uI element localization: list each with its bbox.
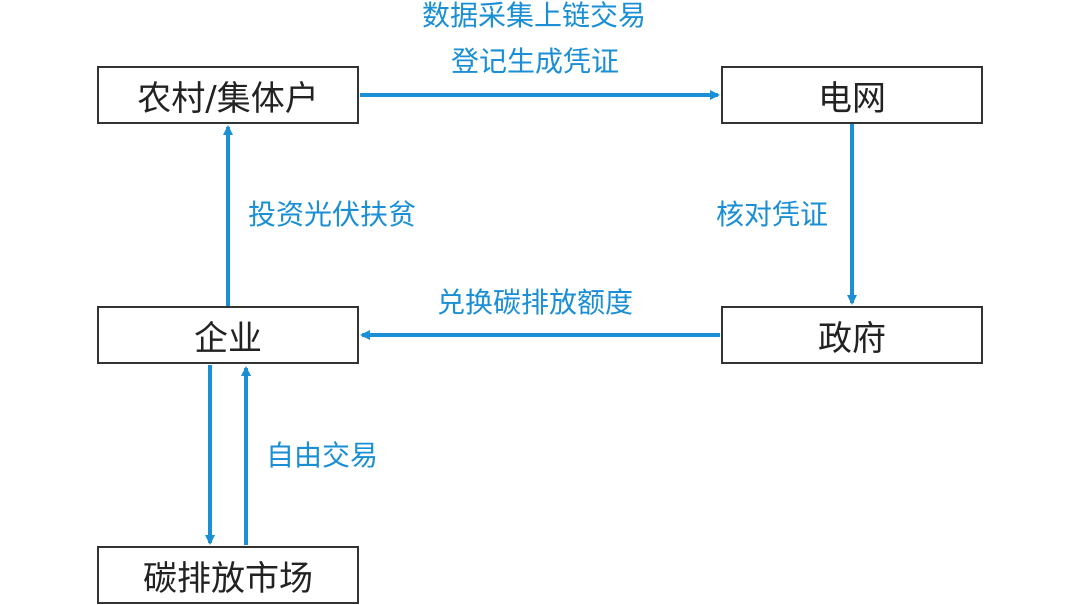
edge-label-government-enterprise: 兑换碳排放额度: [437, 286, 634, 319]
node-enterprise: 企业: [97, 306, 359, 364]
node-grid-label: 电网: [818, 78, 886, 119]
edge-label-rural-grid-line1: 数据采集上链交易: [422, 0, 647, 32]
node-enterprise-label: 企业: [194, 318, 262, 359]
node-grid: 电网: [721, 66, 983, 124]
edge-label-rural-grid-line2: 登记生成凭证: [451, 45, 620, 78]
edge-label-enterprise-market: 自由交易: [266, 439, 379, 472]
node-rural: 农村/集体户: [97, 66, 359, 124]
node-rural-label: 农村/集体户: [137, 78, 319, 119]
edge-label-enterprise-rural: 投资光伏扶贫: [248, 198, 417, 231]
node-market-label: 碳排放市场: [143, 558, 313, 599]
node-government: 政府: [721, 306, 983, 364]
node-government-label: 政府: [818, 318, 886, 359]
node-market: 碳排放市场: [97, 546, 359, 604]
edge-label-grid-government: 核对凭证: [716, 198, 829, 231]
